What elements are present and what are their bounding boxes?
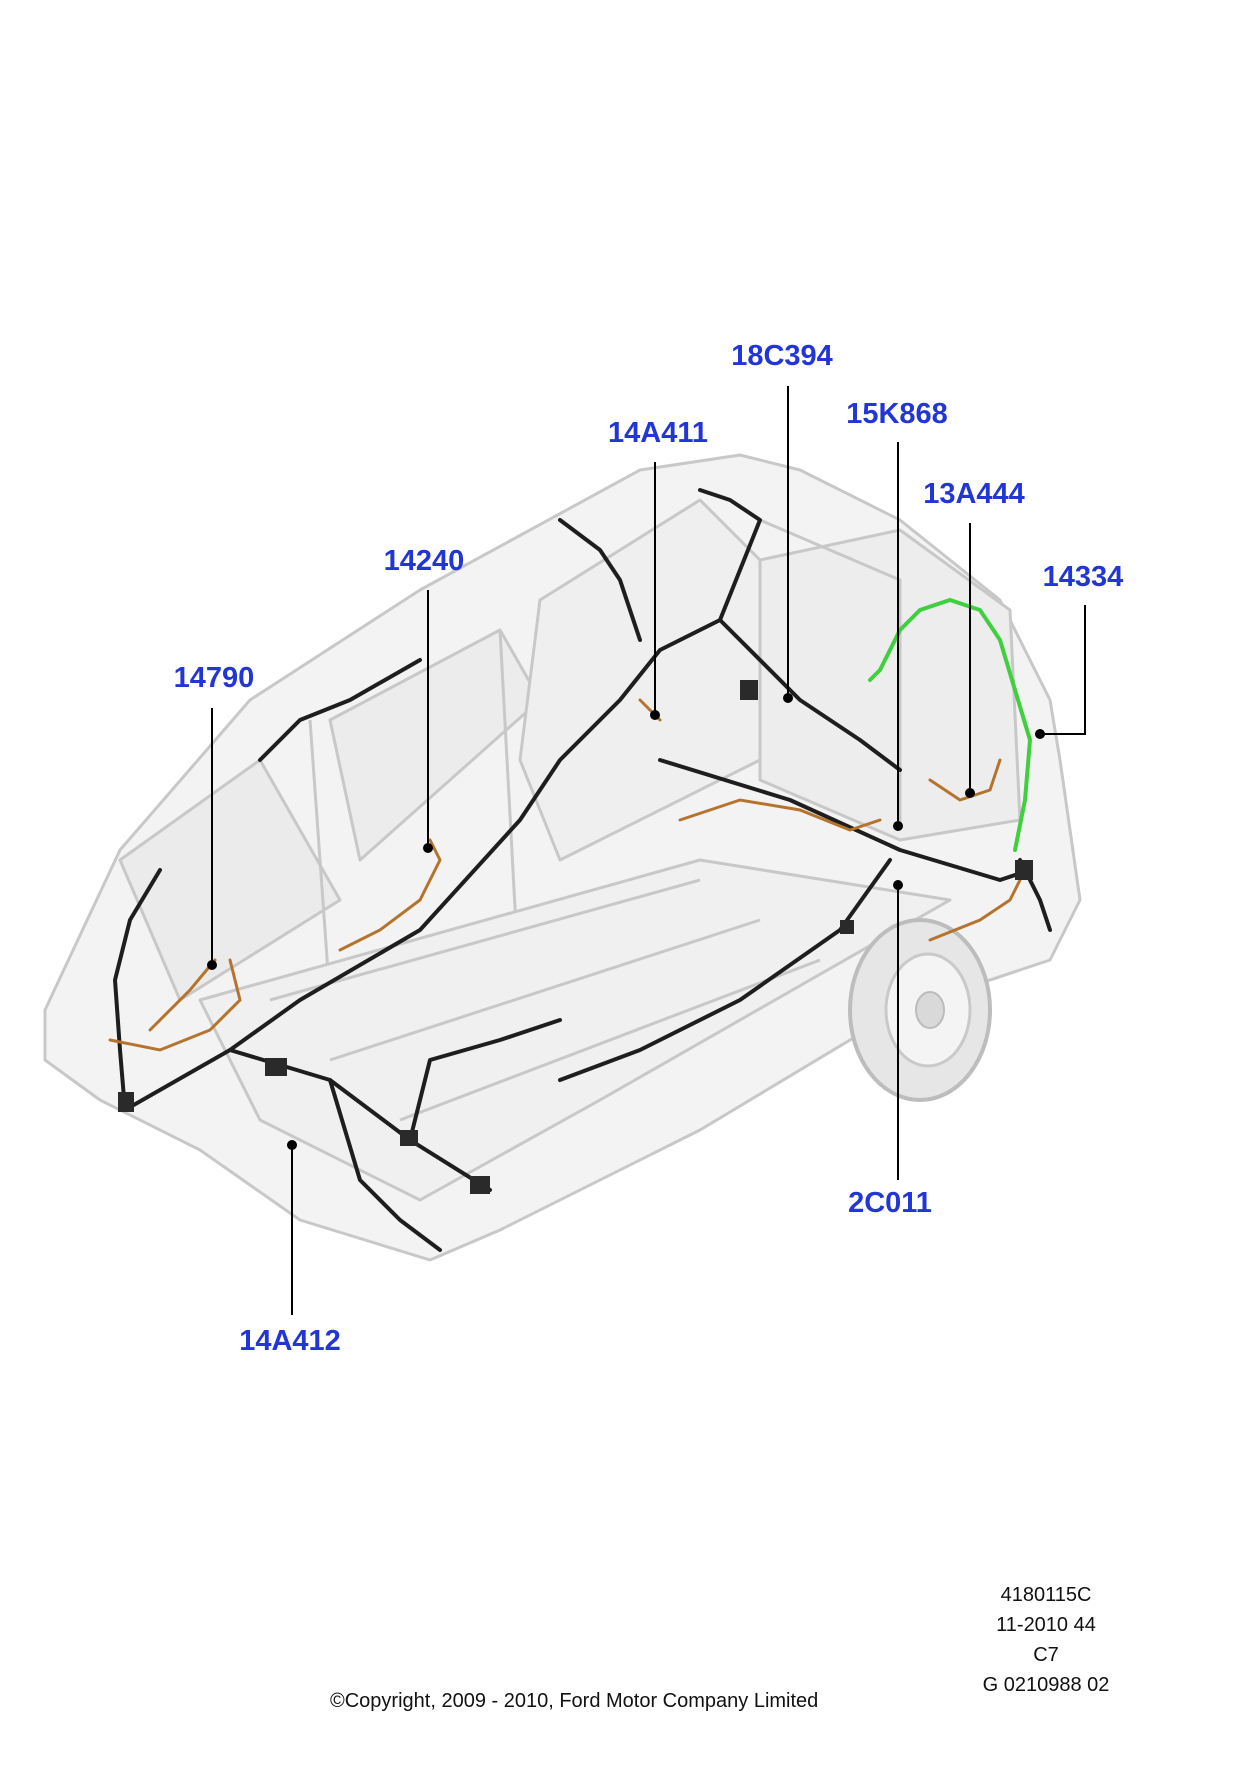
harness-connectors (118, 680, 1033, 1194)
graphic-id: G 0210988 02 (982, 1674, 1110, 1696)
callout-13A444: 13A444 (923, 478, 1025, 510)
copyright-notice: ©Copyright, 2009 - 2010, Ford Motor Comp… (330, 1690, 819, 1712)
main-harness-wiring (113, 488, 1052, 1252)
callout-14A412: 14A412 (239, 1325, 341, 1357)
secondary-harness-wiring (108, 698, 1022, 1052)
callout-14A411: 14A411 (608, 417, 708, 449)
date-code: 11-2010 44 (996, 1614, 1096, 1636)
callout-leader-lines (207, 386, 1086, 1315)
callout-15K868: 15K868 (846, 398, 948, 430)
rear-wheel-illustration (848, 918, 992, 1102)
callout-14240: 14240 (384, 545, 465, 577)
door-harness-wiring (868, 597, 1033, 852)
callout-18C394: 18C394 (731, 340, 833, 372)
callout-14790: 14790 (174, 662, 255, 694)
variant-code: C7 (1033, 1644, 1059, 1666)
reference-code: 4180115C (1000, 1584, 1092, 1606)
callout-2C011: 2C011 (848, 1187, 932, 1219)
vehicle-body-illustration (43, 453, 1082, 1262)
callout-14334: 14334 (1043, 561, 1124, 593)
